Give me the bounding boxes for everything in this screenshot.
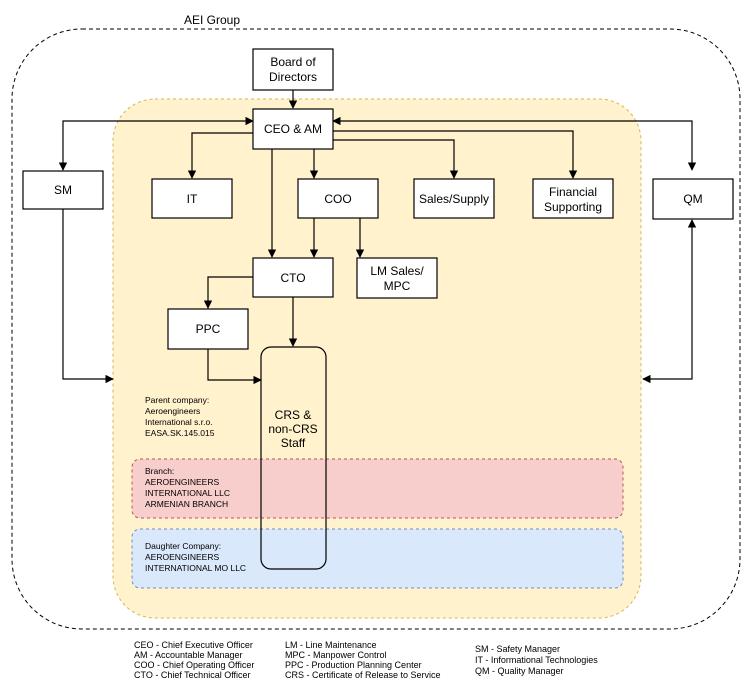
sales-supply-node: Sales/Supply — [413, 178, 495, 219]
svg-text:CEO & AM: CEO & AM — [264, 122, 322, 136]
aei-group-title: AEI Group — [184, 13, 240, 27]
sm-node: SM — [22, 170, 104, 210]
ceo-node: CEO & AM — [252, 108, 334, 150]
svg-text:Sales/Supply: Sales/Supply — [419, 192, 489, 206]
daughter-company-area — [131, 528, 624, 589]
branch-area — [131, 458, 624, 519]
ppc-node: PPC — [167, 308, 249, 350]
it-node: IT — [151, 178, 233, 219]
cto-node: CTO — [252, 257, 334, 298]
parent-company-label: Parent company: Aeroengineers Internatio… — [145, 395, 215, 438]
legend-col-2: LM - Line Maintenance MPC - Manpower Con… — [285, 640, 441, 680]
svg-text:IT: IT — [187, 192, 198, 206]
coo-node: COO — [297, 178, 379, 219]
legend: CEO - Chief Executive Officer AM - Accou… — [134, 640, 600, 680]
svg-text:COO: COO — [324, 192, 351, 206]
svg-text:PPC: PPC — [196, 322, 221, 336]
svg-text:QM: QM — [683, 192, 702, 206]
qm-node: QM — [652, 178, 734, 220]
daughter-company-label: Daughter Company: AEROENGINEERS INTERNAT… — [145, 541, 246, 573]
branch-label: Branch: AEROENGINEERS INTERNATIONAL LLC … — [145, 466, 232, 509]
svg-text:LM Sales/MPC: LM Sales/MPC — [370, 264, 424, 293]
aei-group-container — [11, 28, 741, 630]
lm-sales-mpc-node: LM Sales/MPC — [356, 257, 438, 299]
legend-col-1: CEO - Chief Executive Officer AM - Accou… — [134, 640, 257, 680]
legend-col-3: SM - Safety Manager IT - Informational T… — [475, 644, 600, 676]
connectors — [58, 90, 697, 385]
svg-text:SM: SM — [54, 183, 72, 197]
svg-text:CTO: CTO — [280, 271, 305, 285]
